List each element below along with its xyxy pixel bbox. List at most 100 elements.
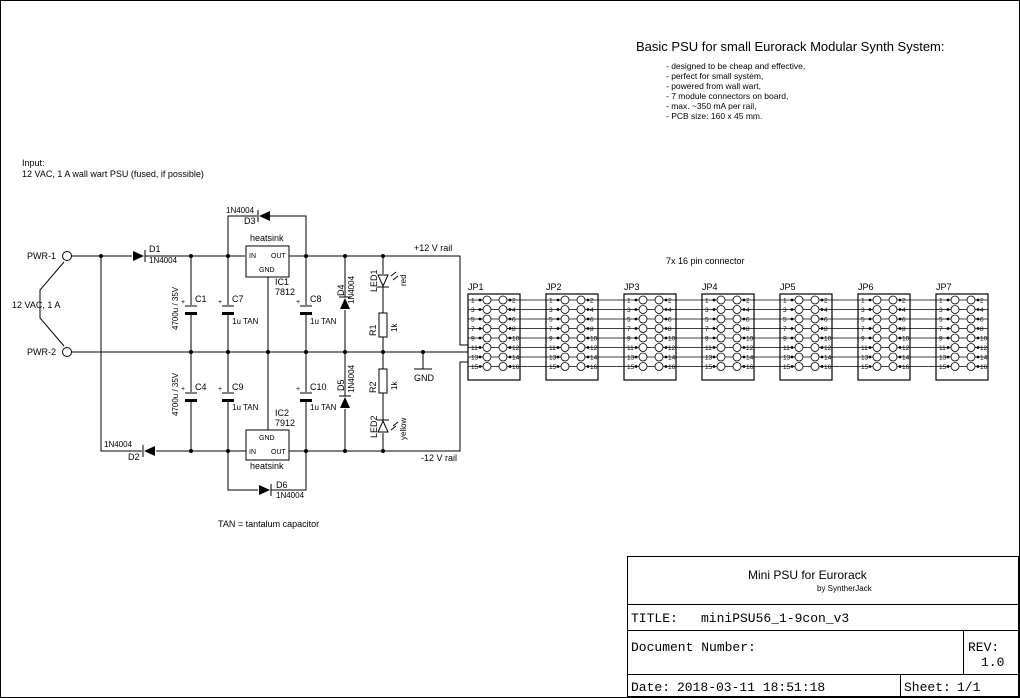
pin-number-right: 10: [512, 336, 520, 343]
pin-pad: [872, 324, 882, 333]
pin-number-right: 8: [824, 326, 828, 333]
pin-pad: [966, 352, 976, 362]
pin-number-right: 8: [980, 326, 984, 333]
pin-pad: [732, 352, 742, 362]
connector-body: [857, 293, 911, 381]
pwr1-terminal: [62, 251, 72, 261]
pin-pad: [576, 333, 586, 343]
c4-value: 4700u / 35V: [171, 372, 180, 416]
pin-pad: [810, 343, 820, 352]
pin-pad: [872, 352, 882, 362]
pin-junction: [976, 355, 980, 359]
pin-pad: [810, 314, 820, 324]
pin-pad: [794, 305, 804, 314]
pin-number-left: 9: [939, 336, 943, 343]
pin-junction: [898, 365, 902, 368]
title-value: miniPSU56_1-9con_v3: [701, 611, 849, 626]
pin-junction: [508, 346, 512, 349]
connector-body: [701, 293, 755, 381]
pin-pad: [638, 295, 648, 305]
pin-number-left: 5: [471, 317, 475, 324]
pin-pad: [888, 295, 898, 305]
pin-junction: [946, 346, 950, 349]
pin-pad: [732, 305, 742, 314]
pin-number-right: 14: [668, 355, 676, 362]
pin-number-left: 9: [627, 336, 631, 343]
d4-ref: D4: [336, 284, 346, 296]
pin-junction: [946, 308, 950, 311]
pin-junction: [712, 327, 716, 330]
pin-junction: [556, 317, 560, 321]
pin-pad: [638, 314, 648, 324]
capacitor-c1: + C1 4700u / 35V: [171, 286, 207, 330]
pin-pad: [872, 305, 882, 314]
pin-pad: [560, 305, 570, 314]
pin-number-left: 1: [783, 298, 787, 305]
pin-junction: [868, 308, 872, 311]
connector-label: JP1: [468, 282, 484, 292]
ic2-ref: IC2: [275, 408, 289, 418]
pin-number-right: 16: [824, 364, 832, 371]
pin-junction: [586, 365, 590, 368]
pin-pad: [654, 295, 664, 305]
d1-ref: D1: [149, 244, 161, 254]
pin-number-left: 5: [783, 317, 787, 324]
pin-pad: [888, 343, 898, 352]
pin-number-left: 11: [705, 345, 712, 352]
connector-body: [779, 293, 833, 381]
neg-rail-label: -12 V rail: [421, 453, 457, 463]
pin-number-left: 11: [627, 345, 634, 352]
pin-junction: [634, 365, 638, 368]
pin-number-right: 2: [980, 298, 984, 305]
pin-pad: [498, 295, 508, 305]
diode-d3: 1N4004 D3: [226, 206, 270, 226]
pin-junction: [556, 298, 560, 302]
pin-pad: [888, 305, 898, 314]
pin-pad: [638, 352, 648, 362]
connector-caption: 7x 16 pin connector: [666, 256, 745, 266]
pin-number-right: 14: [902, 355, 910, 362]
pin-junction: [898, 327, 902, 330]
pin-number-right: 4: [590, 307, 594, 314]
pin-junction: [664, 298, 668, 302]
ic2-value: 7912: [275, 418, 295, 428]
pin-junction: [712, 308, 716, 311]
pin-pad: [654, 333, 664, 343]
regulator-ic2: IC2 7912 GND IN OUT heatsink: [245, 408, 295, 471]
pin-junction: [556, 308, 560, 311]
pin-pad: [732, 295, 742, 305]
pin-junction: [820, 327, 824, 330]
pin-pad: [638, 333, 648, 343]
pin-number-left: 7: [549, 326, 553, 333]
pin-number-left: 13: [939, 355, 947, 362]
pin-number-left: 1: [939, 298, 943, 305]
pin-junction: [790, 298, 794, 302]
pin-junction: [946, 355, 950, 359]
c1-value: 4700u / 35V: [171, 286, 180, 330]
sheet-label: Sheet:: [904, 680, 951, 695]
pin-number-left: 9: [783, 336, 787, 343]
pin-pad: [966, 295, 976, 305]
pin-pad: [576, 324, 586, 333]
pin-number-right: 8: [590, 326, 594, 333]
feature-line: - designed to be cheap and effective,: [666, 61, 805, 71]
pin-junction: [868, 346, 872, 349]
pin-number-left: 7: [939, 326, 943, 333]
pin-number-left: 3: [549, 307, 553, 314]
pin-pad: [888, 352, 898, 362]
pin-number-left: 3: [861, 307, 865, 314]
c9-ref: C9: [232, 382, 244, 392]
pin-pad: [732, 343, 742, 352]
pin-pad: [888, 314, 898, 324]
docnum-label: Document Number:: [631, 640, 756, 655]
pin-pad: [966, 333, 976, 343]
pin-pad: [576, 343, 586, 352]
pin-pad: [716, 295, 726, 305]
pin-number-right: 14: [980, 355, 988, 362]
connector-label: JP3: [624, 282, 640, 292]
d4-value: 1N4004: [347, 275, 356, 304]
pin-number-left: 7: [705, 326, 709, 333]
pin-number-left: 7: [861, 326, 865, 333]
ic1-in: IN: [249, 253, 256, 260]
